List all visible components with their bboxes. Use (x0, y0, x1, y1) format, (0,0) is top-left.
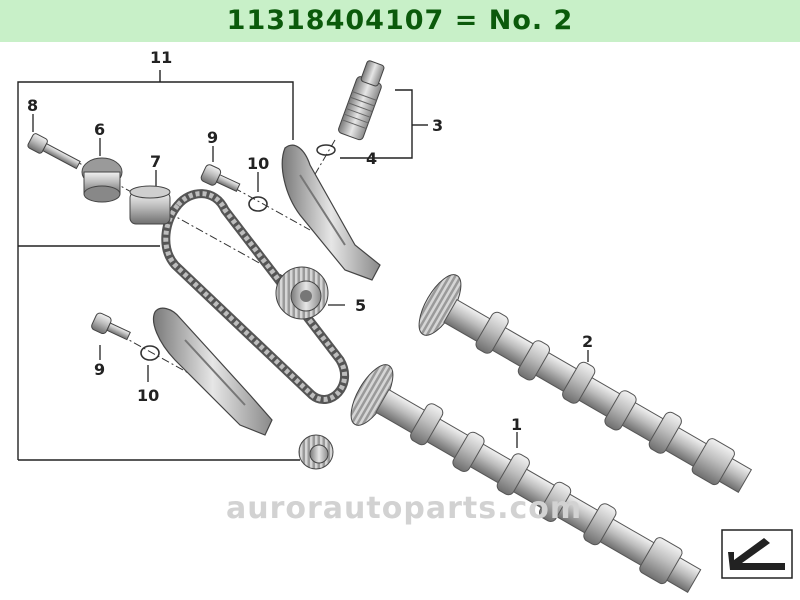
callout-9-upper: 9 (207, 128, 218, 147)
bushing-icon (81, 157, 123, 203)
o-ring-icon (140, 345, 160, 361)
camshaft-icon (350, 364, 702, 593)
callout-10-lower: 10 (137, 386, 159, 405)
callout-8: 8 (27, 96, 38, 115)
header-banner: 11318404107 = No. 2 (0, 0, 800, 42)
o-ring-icon (248, 196, 268, 212)
callout-2: 2 (582, 332, 593, 351)
callout-9-lower: 9 (94, 360, 105, 379)
sleeve-icon (129, 185, 171, 225)
sprocket-icon (275, 266, 329, 320)
callout-5: 5 (355, 296, 366, 315)
bolt-icon (27, 133, 81, 170)
orientation-arrow-icon (721, 529, 793, 579)
small-sprocket-icon (298, 434, 334, 470)
callout-10-upper: 10 (247, 154, 269, 173)
callout-7: 7 (150, 152, 161, 171)
kit-bracket-11 (17, 70, 300, 461)
part-number-title: 11318404107 = No. 2 (226, 5, 574, 36)
pin-icon (91, 312, 131, 341)
guide-rail-icon (153, 307, 273, 436)
bracket-3-4 (340, 89, 428, 159)
camshaft-icon (418, 274, 753, 493)
seal-ring-icon (316, 144, 336, 156)
tensioner-rail-icon (281, 144, 381, 281)
timing-chain-icon (161, 189, 350, 404)
callout-3: 3 (432, 116, 443, 135)
pin-icon (200, 164, 241, 192)
callout-11: 11 (150, 48, 172, 67)
callout-4: 4 (366, 149, 377, 168)
callout-1: 1 (511, 415, 522, 434)
chain-tensioner-icon (338, 60, 385, 141)
watermark: aurorautoparts.com (226, 491, 582, 526)
leader-lines (32, 114, 589, 448)
callout-6: 6 (94, 120, 105, 139)
